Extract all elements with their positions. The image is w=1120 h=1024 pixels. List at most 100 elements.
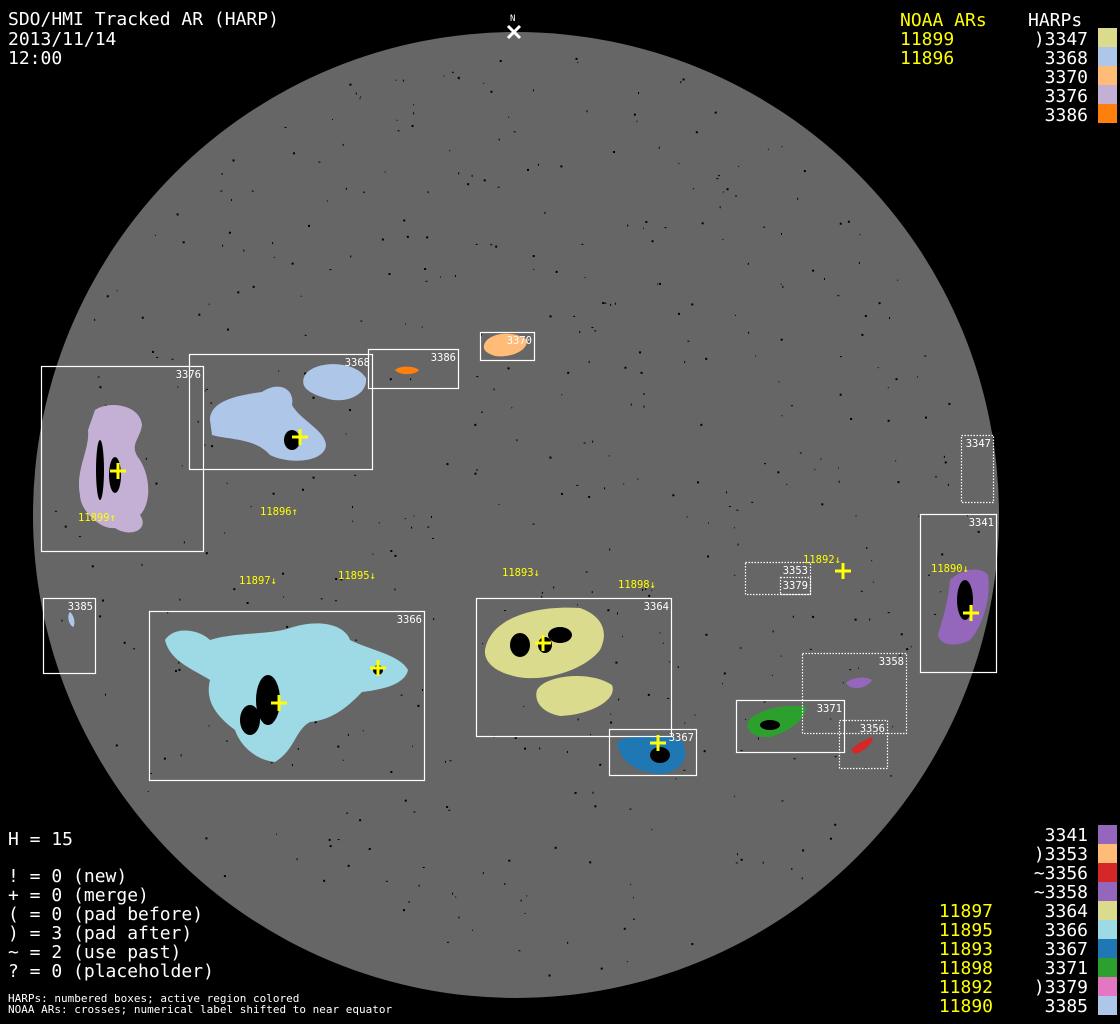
speck xyxy=(736,853,738,856)
sunspot xyxy=(650,747,670,763)
speck xyxy=(116,290,118,292)
speck xyxy=(691,303,694,306)
harp-box-3386[interactable] xyxy=(367,348,460,390)
speck xyxy=(772,630,774,633)
harp-label: 3356 xyxy=(860,723,885,735)
speck xyxy=(220,190,223,192)
speck xyxy=(574,791,577,794)
speck xyxy=(854,618,857,621)
speck xyxy=(301,488,304,491)
speck xyxy=(346,812,349,814)
speck xyxy=(630,883,632,885)
speck xyxy=(395,79,397,81)
speck xyxy=(675,778,677,780)
harp-label: 3358 xyxy=(879,656,904,668)
speck xyxy=(740,858,743,861)
noaa-label: 11892↓ xyxy=(803,554,841,566)
noaa-cross-icon xyxy=(835,563,851,579)
harp-box-3385[interactable] xyxy=(42,597,97,675)
speck xyxy=(573,315,576,317)
harp-box-3356[interactable] xyxy=(838,719,889,770)
speck xyxy=(417,704,420,707)
speck xyxy=(878,302,881,305)
speck xyxy=(887,612,890,614)
speck xyxy=(326,200,328,202)
harp-box-3379[interactable] xyxy=(779,576,812,596)
speck xyxy=(865,767,867,769)
speck xyxy=(400,694,403,696)
speck xyxy=(722,238,724,240)
speck xyxy=(490,90,493,93)
speck xyxy=(378,522,380,524)
legend-harp-id: 3370 xyxy=(1044,67,1088,88)
legend-harp-id: 3386 xyxy=(1044,105,1088,126)
speck xyxy=(643,392,645,395)
speck xyxy=(526,895,528,897)
speck xyxy=(141,316,144,319)
active-region-3368 xyxy=(210,364,367,461)
harp-box-3367[interactable] xyxy=(608,728,698,777)
speck xyxy=(267,580,269,583)
harp-label: 3386 xyxy=(431,352,456,364)
speck xyxy=(408,900,410,903)
speck xyxy=(171,358,174,360)
noaa-cross-icon xyxy=(370,660,386,676)
harp-box-3376[interactable] xyxy=(40,365,205,553)
speck xyxy=(178,661,180,664)
legend-color-swatch xyxy=(1098,28,1117,47)
speck xyxy=(342,759,344,761)
speck xyxy=(900,633,903,636)
speck xyxy=(667,697,670,699)
speck xyxy=(272,242,274,245)
speck xyxy=(537,163,539,166)
legend-harp-id: 3366 xyxy=(1044,920,1088,941)
speck xyxy=(576,604,578,606)
speck xyxy=(780,232,782,235)
harp-box-3371[interactable] xyxy=(735,699,846,754)
speck xyxy=(778,381,780,383)
speck xyxy=(372,553,374,555)
speck xyxy=(397,130,400,132)
speck xyxy=(54,510,57,512)
speck xyxy=(351,506,353,509)
speck xyxy=(763,226,766,228)
speck xyxy=(786,483,788,485)
speck xyxy=(359,98,361,100)
speck xyxy=(446,941,449,943)
speck xyxy=(424,267,427,270)
harp-box-3364[interactable] xyxy=(475,597,673,738)
harp-box-3370[interactable] xyxy=(479,331,536,362)
title: SDO/HMI Tracked AR (HARP) xyxy=(8,9,279,30)
noaa-label: 11899↑ xyxy=(78,512,116,524)
speck xyxy=(481,333,483,336)
legend-harp-id: 3364 xyxy=(1044,901,1088,922)
legend-noaa-id: 11897 xyxy=(938,901,993,922)
speck xyxy=(283,596,285,598)
harp-box-3347[interactable] xyxy=(960,434,995,504)
noaa-heading: NOAA ARs xyxy=(900,10,987,31)
speck xyxy=(421,326,423,328)
speck xyxy=(561,394,563,396)
sunspot xyxy=(760,720,780,730)
harp-box-3341[interactable] xyxy=(919,513,998,674)
sunspot xyxy=(538,637,552,653)
speck xyxy=(567,941,569,944)
speck xyxy=(837,467,839,469)
legend-harp-id: )3353 xyxy=(1033,844,1088,865)
speck xyxy=(834,756,837,758)
speck xyxy=(251,190,254,192)
speck xyxy=(363,191,366,193)
speck xyxy=(94,318,96,321)
speck xyxy=(385,880,388,882)
speck xyxy=(966,515,968,517)
speck xyxy=(877,367,879,369)
speck xyxy=(613,151,616,154)
speck xyxy=(792,615,794,618)
speck xyxy=(940,591,942,593)
legend-color-swatch xyxy=(1098,104,1117,123)
speck xyxy=(747,262,749,265)
harp-box-3358[interactable] xyxy=(801,652,908,735)
speck xyxy=(719,206,721,209)
harp-box-3368[interactable] xyxy=(188,353,374,471)
harp-box-3366[interactable] xyxy=(148,610,426,782)
